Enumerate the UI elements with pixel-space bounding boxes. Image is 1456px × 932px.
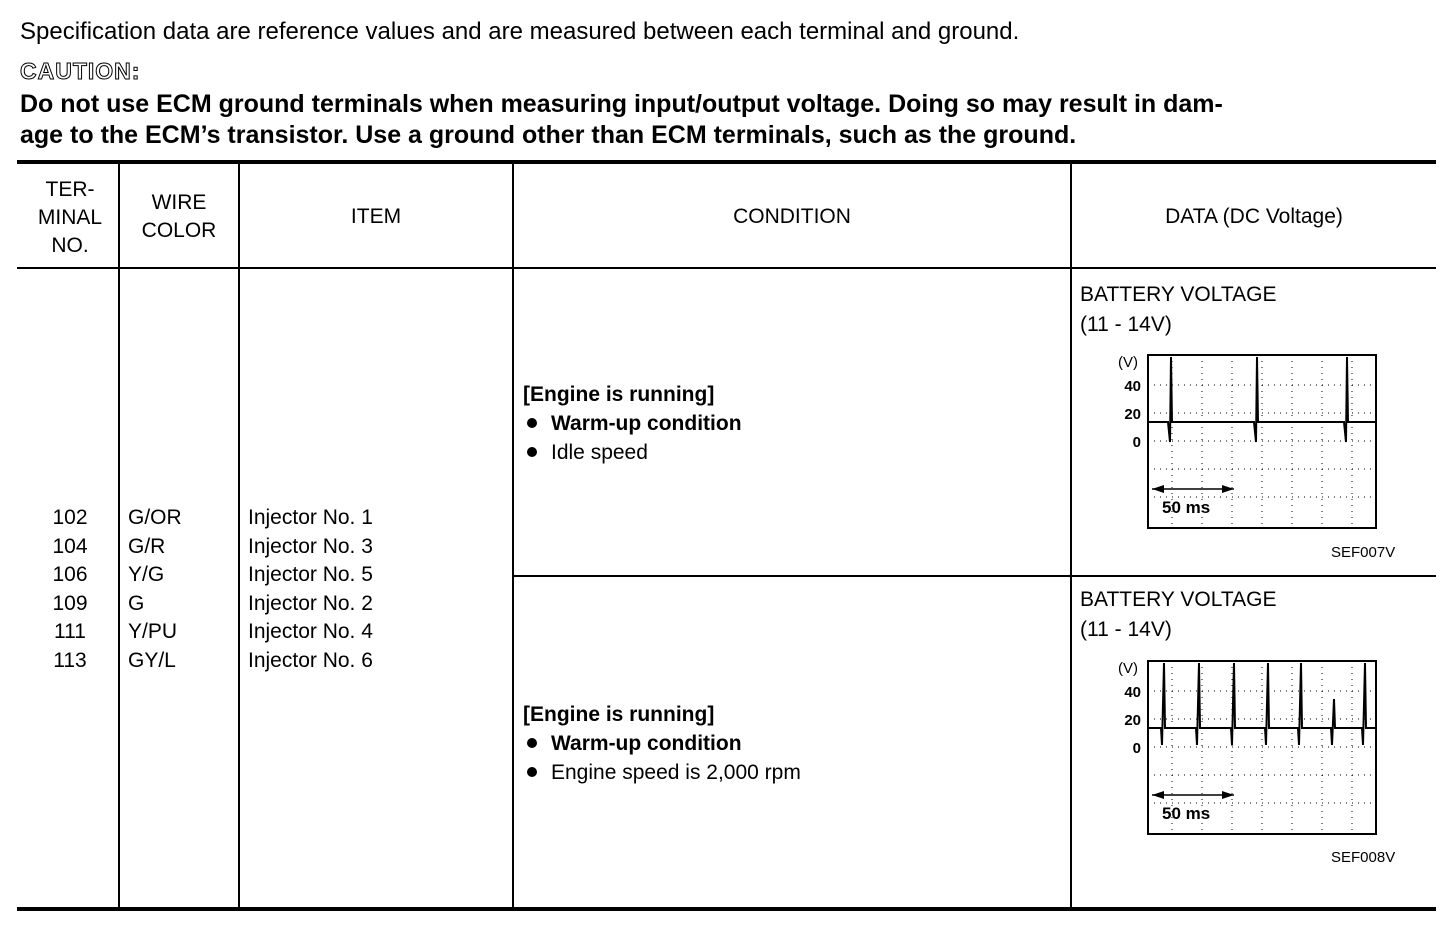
wire-color: G/R (128, 534, 166, 558)
condition-idle: [Engine is running] Warm-up condition Id… (523, 380, 742, 467)
data-line: (11 - 14V) (1080, 313, 1172, 336)
col-divider-4 (1070, 164, 1072, 908)
table-top-rule (17, 160, 1436, 164)
item-name: Injector No. 1 (248, 506, 373, 529)
header-condition: CONDITION (733, 205, 851, 228)
wire-color: G/OR (128, 506, 182, 529)
waveform-idle: (V) 40 20 0 50 ms (1118, 354, 1377, 529)
terminal-number: 109 (52, 591, 88, 615)
scope-frame (1147, 660, 1377, 835)
wire-color: Y/G (128, 563, 165, 587)
item-name: Injector No. 6 (248, 648, 373, 672)
voltage-trace (1148, 662, 1376, 746)
row-divider (513, 575, 1436, 577)
arrow-head-icon (1152, 791, 1164, 799)
col-divider-2 (238, 164, 240, 908)
header-terminal-line: NO. (51, 234, 89, 257)
intro-text: Specification data are reference values … (20, 18, 1020, 45)
condition-bullet: Engine speed is 2,000 rpm (523, 758, 801, 787)
header-wire-color: WIRE COLOR (120, 189, 238, 245)
bullet-icon (527, 738, 537, 749)
table-bottom-rule (17, 907, 1436, 911)
header-data: DATA (DC Voltage) (1165, 205, 1343, 228)
condition-2000rpm: [Engine is running] Warm-up condition En… (523, 700, 801, 787)
header-terminal-line: MINAL (37, 206, 103, 229)
bullet-icon (527, 447, 537, 458)
tick-label: 20 (1124, 712, 1141, 729)
terminal-number: 102 (52, 506, 88, 529)
caution-text: Do not use ECM ground terminals when mea… (20, 89, 1223, 151)
figure-code-idle: SEF007V (1331, 544, 1396, 561)
terminal-number: 104 (52, 534, 88, 558)
caution-label: CAUTION: (19, 58, 141, 85)
header-terminal: TER- MINAL NO. (20, 176, 120, 260)
condition-title: [Engine is running] (523, 383, 715, 406)
condition-bullet: Warm-up condition (523, 409, 742, 438)
wire-list: G/OR G/R Y/G G Y/PU GY/L (128, 504, 182, 676)
col-divider-3 (512, 164, 514, 908)
terminal-number: 113 (53, 648, 87, 672)
data-line: (11 - 14V) (1080, 618, 1172, 641)
tick-label: 40 (1124, 378, 1141, 395)
item-list: Injector No. 1 Injector No. 3 Injector N… (248, 504, 373, 676)
data-text-idle: BATTERY VOLTAGE (11 - 14V) (1080, 280, 1276, 340)
terminal-number: 106 (52, 563, 88, 587)
time-label: 50 ms (1162, 804, 1210, 823)
scope-grid (1148, 661, 1376, 834)
header-wire-line: COLOR (141, 219, 217, 242)
unit-label: (V) (1118, 354, 1138, 371)
condition-bullet-text: Warm-up condition (551, 732, 742, 755)
tick-label: 20 (1124, 406, 1141, 423)
arrow-head-icon (1222, 791, 1234, 799)
col-divider-1 (118, 164, 120, 908)
bullet-icon (527, 767, 537, 778)
wire-color: G (128, 591, 145, 615)
item-name: Injector No. 3 (248, 534, 373, 558)
header-terminal-line: TER- (45, 178, 95, 201)
tick-label: 40 (1124, 684, 1141, 701)
header-bottom-rule (17, 267, 1436, 269)
data-text-2000rpm: BATTERY VOLTAGE (11 - 14V) (1080, 585, 1276, 645)
tick-label: 0 (1133, 740, 1141, 757)
condition-bullet: Idle speed (523, 438, 742, 467)
figure-code-2000rpm: SEF008V (1331, 849, 1396, 866)
header-item: ITEM (350, 205, 402, 228)
condition-bullet-text: Idle speed (551, 441, 648, 464)
item-name: Injector No. 4 (248, 620, 373, 644)
caution-line-1: Do not use ECM ground terminals when mea… (20, 90, 1223, 118)
scope-grid (1148, 355, 1376, 528)
bullet-icon (527, 418, 537, 429)
item-name: Injector No. 5 (248, 563, 373, 587)
item-name: Injector No. 2 (248, 591, 373, 615)
data-line: BATTERY VOLTAGE (1080, 283, 1277, 306)
header-wire-line: WIRE (151, 191, 207, 214)
condition-title: [Engine is running] (523, 703, 715, 726)
wire-color: GY/L (128, 648, 176, 672)
waveform-2000rpm: (V) 40 20 0 50 ms (1118, 660, 1377, 835)
arrow-head-icon (1152, 485, 1164, 493)
arrow-head-icon (1222, 485, 1234, 493)
time-label: 50 ms (1162, 498, 1210, 517)
terminal-number: 111 (54, 620, 86, 644)
scope-frame (1147, 354, 1377, 529)
caution-line-2: age to the ECM’s transistor. Use a groun… (20, 121, 1077, 149)
terminal-list: 102 104 106 109 111 113 (20, 504, 120, 676)
condition-bullet: Warm-up condition (523, 729, 801, 758)
condition-bullet-text: Warm-up condition (551, 412, 742, 435)
condition-bullet-text: Engine speed is 2,000 rpm (551, 761, 801, 784)
voltage-trace (1148, 356, 1376, 443)
data-line: BATTERY VOLTAGE (1080, 588, 1277, 611)
wire-color: Y/PU (128, 620, 178, 644)
tick-label: 0 (1133, 434, 1141, 451)
unit-label: (V) (1118, 660, 1138, 677)
